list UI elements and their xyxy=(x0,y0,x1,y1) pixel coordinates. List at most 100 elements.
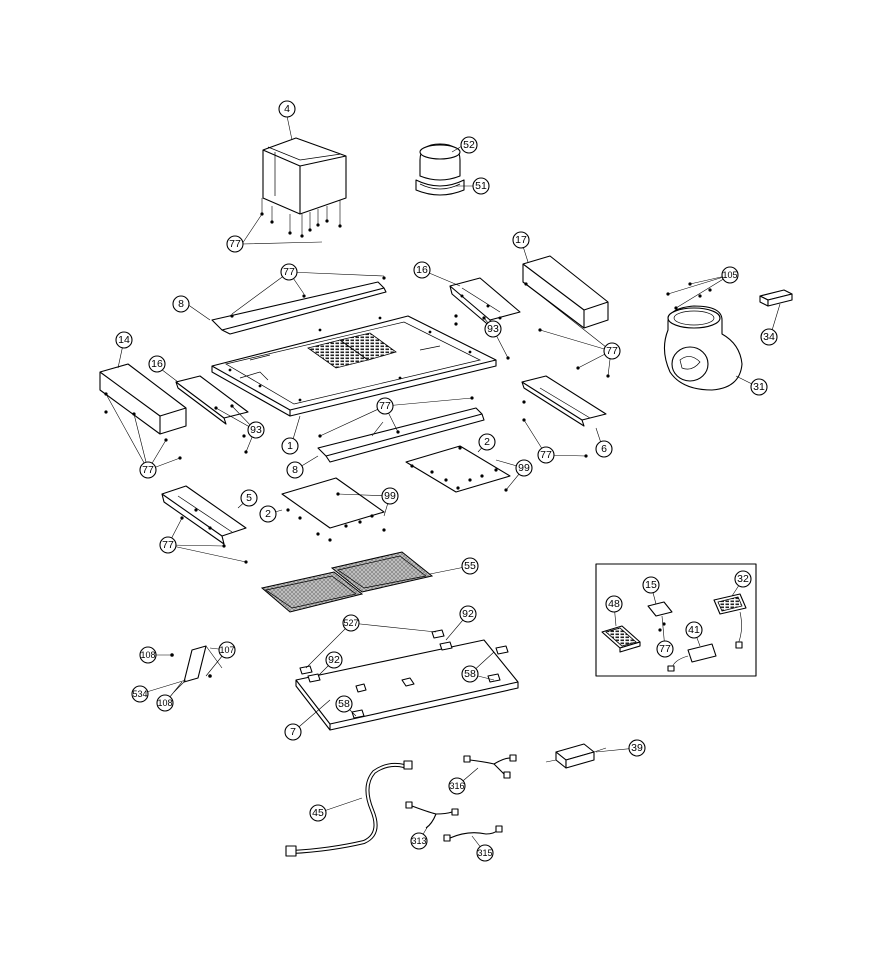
svg-text:313: 313 xyxy=(411,836,426,846)
callouts: 4 52 51 77 17 16 77 8 93 105 34 77 31 14… xyxy=(115,100,778,862)
callout-77: 77 xyxy=(139,461,157,479)
svg-text:39: 39 xyxy=(631,742,643,754)
screw-dots xyxy=(104,276,712,632)
svg-text:58: 58 xyxy=(464,668,476,680)
callout-534: 534 xyxy=(131,685,149,703)
part-107-534-hinge xyxy=(170,645,223,693)
svg-text:93: 93 xyxy=(250,424,262,436)
callout-315: 315 xyxy=(476,844,494,862)
callout-77: 77 xyxy=(226,235,244,253)
svg-text:2: 2 xyxy=(265,508,271,520)
svg-text:92: 92 xyxy=(328,654,340,666)
svg-text:17: 17 xyxy=(515,234,527,246)
svg-text:77: 77 xyxy=(379,400,391,412)
callout-58: 58 xyxy=(335,695,353,713)
part-2-plate-left xyxy=(281,477,385,529)
svg-text:77: 77 xyxy=(540,449,552,461)
svg-text:8: 8 xyxy=(292,464,298,476)
part-34-block xyxy=(759,289,793,307)
callout-32: 32 xyxy=(734,570,752,588)
svg-text:1: 1 xyxy=(287,440,293,452)
svg-text:527: 527 xyxy=(343,618,358,628)
part-8-bracket-mid xyxy=(317,407,485,463)
callout-7: 7 xyxy=(284,723,302,741)
callout-77: 77 xyxy=(537,446,555,464)
callout-92: 92 xyxy=(459,605,477,623)
callout-41: 41 xyxy=(685,621,703,639)
part-17-duct-cover-right xyxy=(522,255,609,329)
svg-text:108: 108 xyxy=(140,650,155,660)
svg-text:8: 8 xyxy=(178,298,184,310)
callout-93: 93 xyxy=(247,421,265,439)
svg-text:31: 31 xyxy=(753,381,765,393)
callout-108: 108 xyxy=(156,694,174,712)
callout-107: 107 xyxy=(218,641,236,659)
part-52-51-duct-collar xyxy=(415,143,465,196)
callout-105: 105 xyxy=(721,266,739,284)
callout-34: 34 xyxy=(760,328,778,346)
part-39-transformer xyxy=(545,743,607,769)
part-45-wire-harness xyxy=(285,760,413,857)
svg-text:5: 5 xyxy=(246,492,252,504)
callout-77: 77 xyxy=(603,342,621,360)
part-1-main-chassis xyxy=(211,315,497,417)
svg-text:105: 105 xyxy=(722,270,737,280)
part-31-blower xyxy=(663,305,743,391)
callout-313: 313 xyxy=(410,832,428,850)
svg-text:99: 99 xyxy=(384,490,396,502)
svg-text:55: 55 xyxy=(464,560,476,572)
svg-text:77: 77 xyxy=(229,238,241,250)
callout-16: 16 xyxy=(148,355,166,373)
svg-text:77: 77 xyxy=(659,643,671,655)
svg-text:45: 45 xyxy=(312,807,324,819)
svg-text:93: 93 xyxy=(487,323,499,335)
svg-text:316: 316 xyxy=(449,781,464,791)
svg-text:48: 48 xyxy=(608,598,620,610)
callout-39: 39 xyxy=(628,739,646,757)
svg-text:41: 41 xyxy=(688,624,700,636)
inset-electronics-box xyxy=(595,563,757,677)
callout-14: 14 xyxy=(115,331,133,349)
svg-text:108: 108 xyxy=(157,698,172,708)
svg-text:15: 15 xyxy=(645,579,657,591)
svg-text:14: 14 xyxy=(118,334,130,346)
callout-5: 5 xyxy=(240,489,258,507)
svg-text:77: 77 xyxy=(142,464,154,476)
svg-text:7: 7 xyxy=(290,726,296,738)
svg-text:6: 6 xyxy=(601,443,607,455)
svg-text:99: 99 xyxy=(518,462,530,474)
callout-77: 77 xyxy=(656,640,674,658)
callout-45: 45 xyxy=(309,804,327,822)
part-316-wire-harness xyxy=(463,754,517,779)
callout-527: 527 xyxy=(342,614,360,632)
callout-6: 6 xyxy=(595,440,613,458)
svg-text:315: 315 xyxy=(477,848,492,858)
part-313-wire-harness xyxy=(405,801,459,829)
svg-text:58: 58 xyxy=(338,698,350,710)
callout-2: 2 xyxy=(259,505,277,523)
svg-text:51: 51 xyxy=(475,180,487,192)
callout-93: 93 xyxy=(484,320,502,338)
callout-77: 77 xyxy=(280,263,298,281)
callout-1: 1 xyxy=(281,437,299,455)
part-16-bracket-left xyxy=(175,375,249,425)
part-8-bracket-top xyxy=(211,281,387,335)
svg-text:16: 16 xyxy=(416,264,428,276)
part-315-wire-harness xyxy=(443,825,503,842)
svg-text:77: 77 xyxy=(162,539,174,551)
svg-text:16: 16 xyxy=(151,358,163,370)
part-16-bracket-right xyxy=(449,277,521,329)
svg-text:92: 92 xyxy=(462,608,474,620)
callout-77: 77 xyxy=(159,536,177,554)
callout-2: 2 xyxy=(478,433,496,451)
svg-text:2: 2 xyxy=(484,436,490,448)
part-14-duct-cover-left xyxy=(99,363,187,435)
svg-text:77: 77 xyxy=(283,266,295,278)
callout-16: 16 xyxy=(413,261,431,279)
svg-text:534: 534 xyxy=(132,689,147,699)
callout-8: 8 xyxy=(172,295,190,313)
callout-55: 55 xyxy=(461,557,479,575)
svg-text:4: 4 xyxy=(284,103,290,115)
callout-4: 4 xyxy=(278,100,296,118)
callout-17: 17 xyxy=(512,231,530,249)
